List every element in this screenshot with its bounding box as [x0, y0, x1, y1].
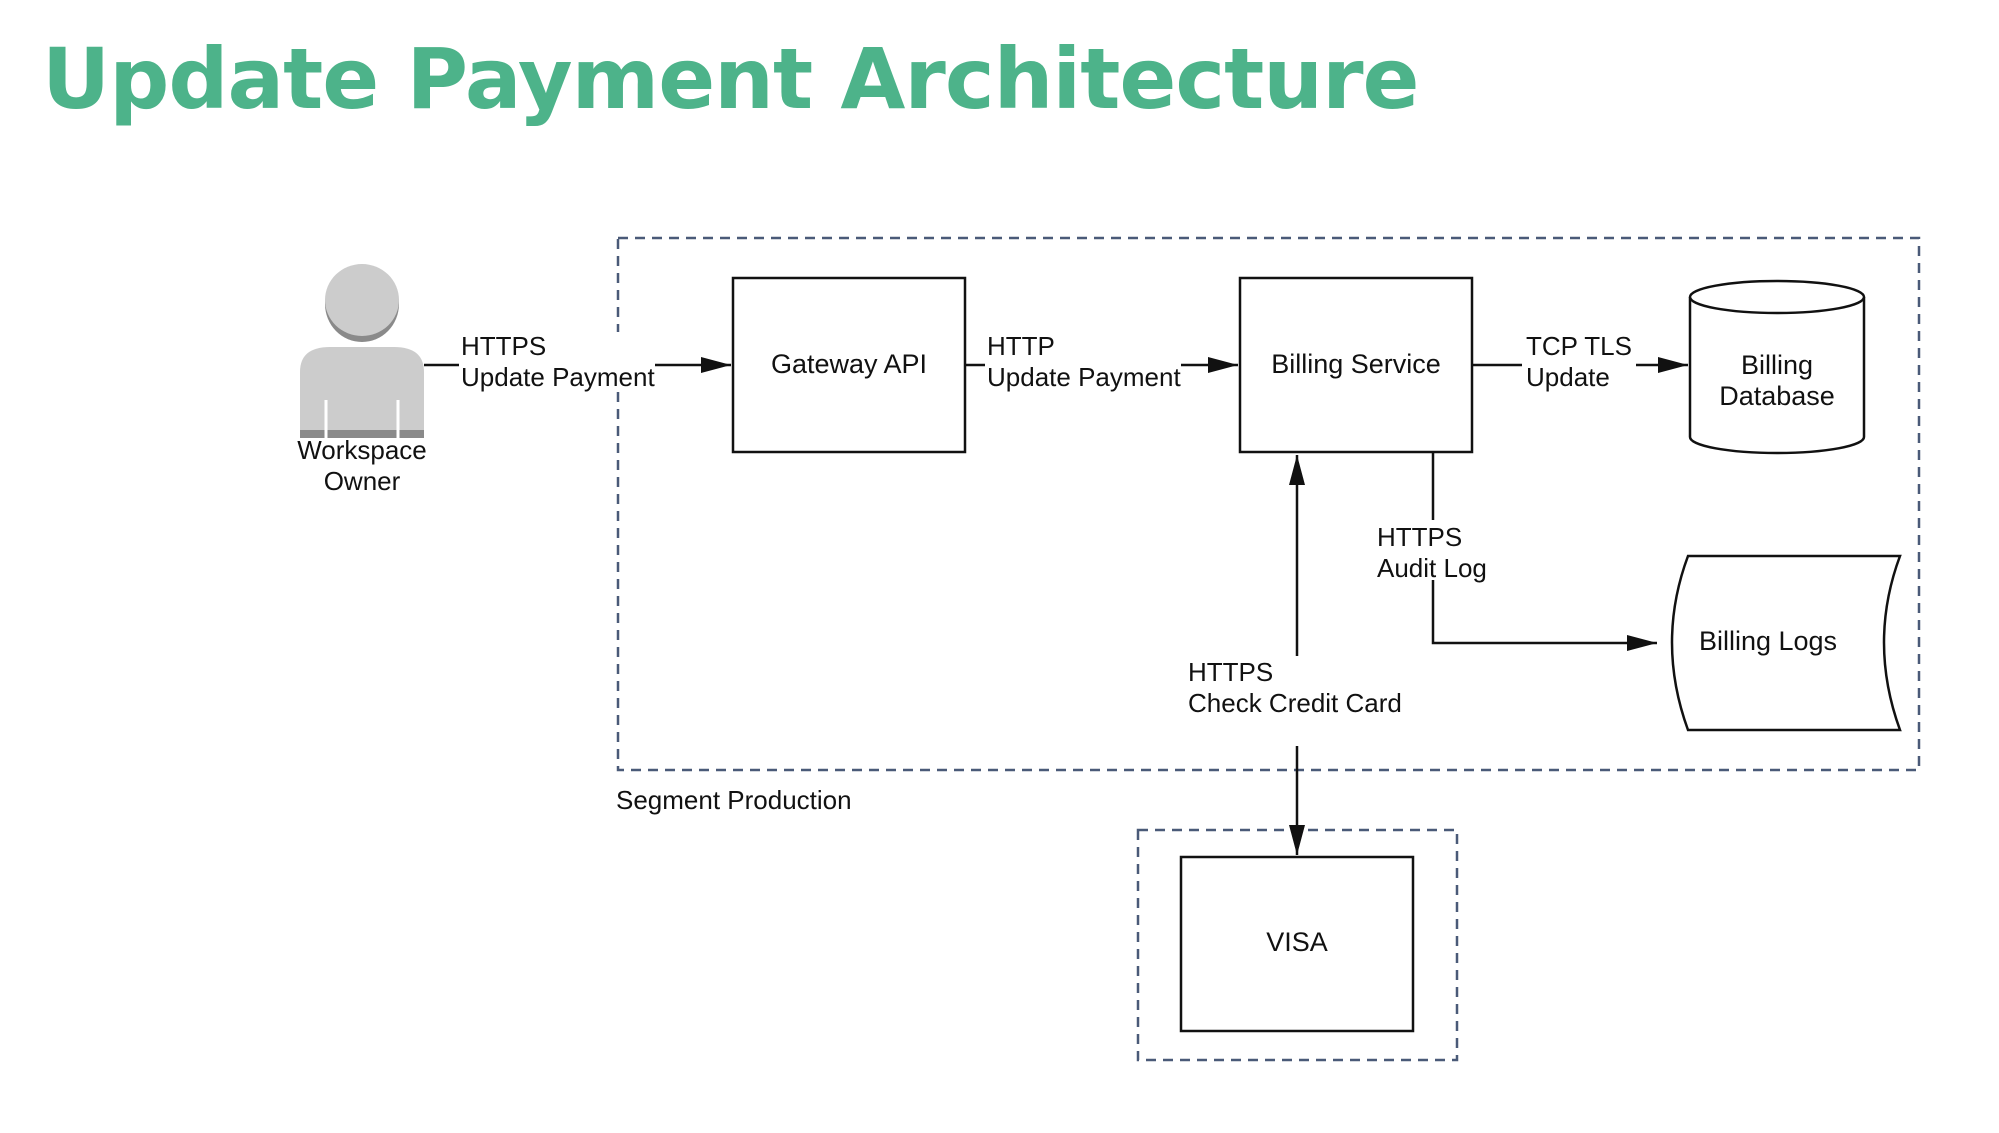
actor-label-line2: Owner — [324, 466, 401, 496]
billing-database-label-line1: Billing — [1741, 350, 1813, 380]
gateway-api-label: Gateway API — [771, 349, 927, 379]
visa-label: VISA — [1266, 927, 1328, 957]
billing-database-node — [1688, 279, 1866, 455]
visa-node — [1179, 855, 1415, 1033]
edge-billing-to-visa-label-line2: Check Credit Card — [1188, 688, 1402, 718]
edge-billing-to-visa-label-line1: HTTPS — [1188, 657, 1273, 687]
edge-billing-to-db-label-line1: TCP TLS — [1526, 331, 1632, 361]
edge-billing-to-logs-label-line1: HTTPS — [1377, 522, 1462, 552]
person-icon — [300, 264, 424, 438]
edge-billing-to-logs — [1431, 452, 1657, 651]
page-title: Update Payment Architecture — [42, 30, 1419, 128]
actor-label-line1: Workspace — [297, 435, 427, 465]
billing-service-node — [1238, 276, 1474, 454]
billing-database-label-line2: Database — [1719, 381, 1835, 411]
billing-service-label: Billing Service — [1271, 349, 1441, 379]
edge-owner-to-gateway-label-line2: Update Payment — [461, 362, 655, 392]
billing-logs-node — [1670, 554, 1902, 732]
edge-gateway-to-billing-label-line2: Update Payment — [987, 362, 1181, 392]
billing-logs-label: Billing Logs — [1699, 626, 1837, 656]
edge-owner-to-gateway-label-line1: HTTPS — [461, 331, 546, 361]
edge-gateway-to-billing-label-line1: HTTP — [987, 331, 1055, 361]
edge-billing-to-logs-label-line2: Audit Log — [1377, 553, 1487, 583]
segment-production-label: Segment Production — [616, 785, 852, 815]
segment-production-boundary — [616, 236, 1921, 772]
edge-billing-to-db-label-line2: Update — [1526, 362, 1610, 392]
